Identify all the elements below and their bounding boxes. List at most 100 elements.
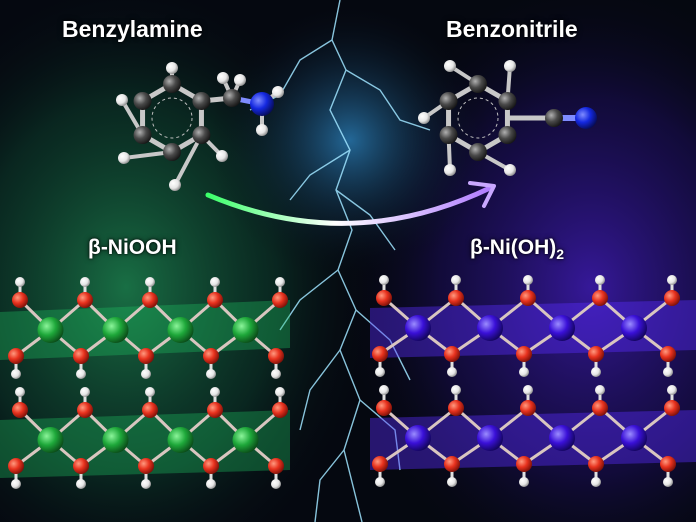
hydrogen-atom: [216, 150, 228, 162]
hydrogen-atom: [80, 387, 90, 397]
oxygen-atom: [520, 290, 536, 306]
nickel-atom: [477, 315, 503, 341]
oxygen-atom: [203, 458, 219, 474]
hydrogen-atom: [169, 179, 181, 191]
oxygen-atom: [207, 402, 223, 418]
nickel-atom: [549, 315, 575, 341]
oxygen-atom: [73, 458, 89, 474]
hydrogen-atom: [595, 385, 605, 395]
oxygen-atom: [203, 348, 219, 364]
hydrogen-atom: [519, 477, 529, 487]
hydrogen-atom: [145, 387, 155, 397]
oxygen-atom: [592, 400, 608, 416]
reduced-catalyst-formula: β-Ni(OH): [470, 236, 557, 259]
oxygen-atom: [592, 290, 608, 306]
hydrogen-atom: [447, 367, 457, 377]
carbon-atom: [133, 126, 152, 144]
hydrogen-atom: [379, 385, 389, 395]
hydrogen-atom: [275, 387, 285, 397]
hydrogen-atom: [523, 385, 533, 395]
nickel-atom: [167, 427, 194, 453]
hydrogen-atom: [11, 479, 21, 489]
oxygen-atom: [444, 346, 460, 362]
oxygen-atom: [8, 348, 24, 364]
hydrogen-atom: [663, 477, 673, 487]
aromatic-ring: [151, 97, 193, 139]
oxygen-atom: [77, 402, 93, 418]
oxygen-atom: [372, 456, 388, 472]
hydrogen-atom: [145, 277, 155, 287]
hydrogen-atom: [595, 275, 605, 285]
hydrogen-atom: [451, 275, 461, 285]
oxidized-catalyst-label: β-NiOOH: [88, 236, 177, 259]
hydrogen-atom: [234, 74, 246, 86]
carbon-atom: [192, 92, 211, 110]
hydrogen-atom: [256, 124, 268, 136]
nitrogen-atom: [250, 92, 274, 116]
reduced-catalyst-subscript: 2: [556, 246, 565, 262]
hydrogen-atom: [519, 367, 529, 377]
nickel-atom: [621, 425, 647, 451]
hydrogen-atom: [275, 277, 285, 287]
nickel-atom: [37, 317, 64, 343]
hydrogen-atom: [118, 152, 130, 164]
oxygen-atom: [660, 346, 676, 362]
hydrogen-atom: [667, 275, 677, 285]
hydrogen-atom: [375, 367, 385, 377]
carbon-atom: [223, 89, 241, 107]
oxygen-atom: [664, 400, 680, 416]
hydrogen-atom: [504, 60, 516, 72]
nickel-atom: [549, 425, 575, 451]
hydrogen-atom: [591, 367, 601, 377]
oxygen-atom: [516, 456, 532, 472]
oxygen-atom: [588, 346, 604, 362]
reactant-label: Benzylamine: [62, 16, 203, 42]
hydrogen-atom: [80, 277, 90, 287]
hydrogen-atom: [166, 62, 178, 74]
oxygen-atom: [444, 456, 460, 472]
hydrogen-atom: [116, 94, 128, 106]
oxygen-atom: [138, 458, 154, 474]
carbon-atom: [439, 126, 458, 144]
oxygen-atom: [272, 292, 288, 308]
bond: [173, 133, 204, 187]
nickel-atom: [232, 427, 259, 453]
oxygen-atom: [77, 292, 93, 308]
nitrogen-atom: [575, 107, 597, 129]
oxygen-atom: [664, 290, 680, 306]
oxygen-atom: [268, 348, 284, 364]
carbon-atom: [469, 75, 487, 93]
nickel-atom: [167, 317, 194, 343]
oxygen-atom: [272, 402, 288, 418]
hydrogen-atom: [11, 369, 21, 379]
hydrogen-atom: [210, 387, 220, 397]
hydrogen-atom: [141, 479, 151, 489]
oxygen-atom: [448, 400, 464, 416]
carbon-atom: [498, 126, 517, 144]
oxygen-atom: [138, 348, 154, 364]
hydrogen-atom: [76, 479, 86, 489]
hydrogen-atom: [444, 60, 456, 72]
oxygen-atom: [12, 292, 28, 308]
molecule-models: [116, 60, 597, 191]
oxygen-atom: [376, 400, 392, 416]
nickel-atom: [102, 427, 129, 453]
hydrogen-atom: [206, 369, 216, 379]
nickel-atom: [477, 425, 503, 451]
hydrogen-atom: [206, 479, 216, 489]
carbon-atom: [469, 143, 487, 161]
hydrogen-atom: [379, 275, 389, 285]
hydrogen-atom: [375, 477, 385, 487]
carbon-atom: [163, 143, 181, 161]
hydrogen-atom: [15, 277, 25, 287]
curved-arrow-icon: [205, 181, 496, 226]
hydrogen-atom: [504, 164, 516, 176]
oxygen-atom: [372, 346, 388, 362]
oxygen-atom: [142, 402, 158, 418]
hydrogen-atom: [210, 277, 220, 287]
crystal-lattice: [8, 275, 680, 489]
oxygen-atom: [207, 292, 223, 308]
hydrogen-atom: [76, 369, 86, 379]
hydrogen-atom: [418, 112, 430, 124]
